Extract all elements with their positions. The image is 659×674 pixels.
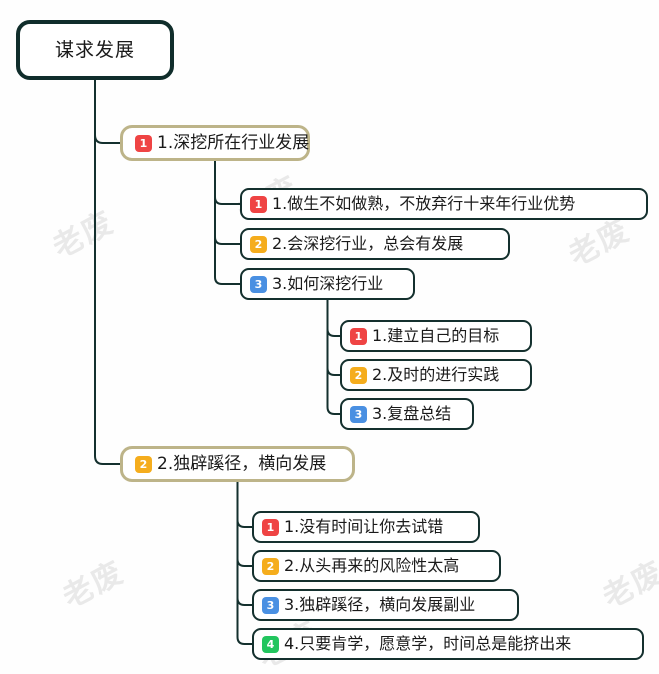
index-badge-2: 2 <box>250 235 267 253</box>
sub-node-2-1[interactable]: 1 1.没有时间让你去试错 <box>252 511 480 543</box>
node-label: 谋求发展 <box>54 38 135 61</box>
index-badge-1: 1 <box>262 518 279 536</box>
sub-node-1-1[interactable]: 1 1.做生不如做熟，不放弃行十来年行业优势 <box>240 188 648 220</box>
index-badge-3: 3 <box>262 596 279 614</box>
watermark-text: 老废 <box>47 204 121 266</box>
node-label: 2.从头再来的风险性太高 <box>284 556 460 575</box>
root-node[interactable]: 谋求发展 <box>16 20 174 80</box>
sub-node-1-3[interactable]: 3 3.如何深挖行业 <box>240 268 415 300</box>
leaf-node-1-3-1[interactable]: 1 1.建立自己的目标 <box>340 320 532 352</box>
watermark-text: 老废 <box>57 554 131 616</box>
leaf-node-1-3-2[interactable]: 2 2.及时的进行实践 <box>340 359 532 391</box>
watermark-text: 老废 <box>597 554 659 616</box>
node-label: 3.独辟蹊径，横向发展副业 <box>284 595 476 614</box>
node-label: 1.建立自己的目标 <box>372 326 500 345</box>
branch-node-2[interactable]: 2 2.独辟蹊径，横向发展 <box>120 446 355 482</box>
node-label: 2.独辟蹊径，横向发展 <box>157 453 327 474</box>
index-badge-3: 3 <box>350 405 367 423</box>
leaf-node-1-3-3[interactable]: 3 3.复盘总结 <box>340 398 474 430</box>
sub-node-2-4[interactable]: 4 4.只要肯学，愿意学，时间总是能挤出来 <box>252 628 644 660</box>
index-badge-1: 1 <box>350 327 367 345</box>
index-badge-1: 1 <box>250 195 267 213</box>
index-badge-2: 2 <box>262 557 279 575</box>
node-label: 1.深挖所在行业发展 <box>157 132 310 153</box>
node-label: 1.做生不如做熟，不放弃行十来年行业优势 <box>272 194 576 213</box>
sub-node-1-2[interactable]: 2 2.会深挖行业，总会有发展 <box>240 228 510 260</box>
index-badge-3: 3 <box>250 275 267 293</box>
sub-node-2-2[interactable]: 2 2.从头再来的风险性太高 <box>252 550 501 582</box>
node-label: 2.会深挖行业，总会有发展 <box>272 234 464 253</box>
branch-node-1[interactable]: 1 1.深挖所在行业发展 <box>120 125 310 161</box>
index-badge-2: 2 <box>135 455 152 473</box>
node-label: 3.如何深挖行业 <box>272 274 384 293</box>
node-label: 2.及时的进行实践 <box>372 365 500 384</box>
sub-node-2-3[interactable]: 3 3.独辟蹊径，横向发展副业 <box>252 589 519 621</box>
index-badge-2: 2 <box>350 366 367 384</box>
node-label: 3.复盘总结 <box>372 404 452 423</box>
index-badge-4: 4 <box>262 635 279 653</box>
index-badge-1: 1 <box>135 134 152 152</box>
node-label: 4.只要肯学，愿意学，时间总是能挤出来 <box>284 634 572 653</box>
node-label: 1.没有时间让你去试错 <box>284 517 444 536</box>
